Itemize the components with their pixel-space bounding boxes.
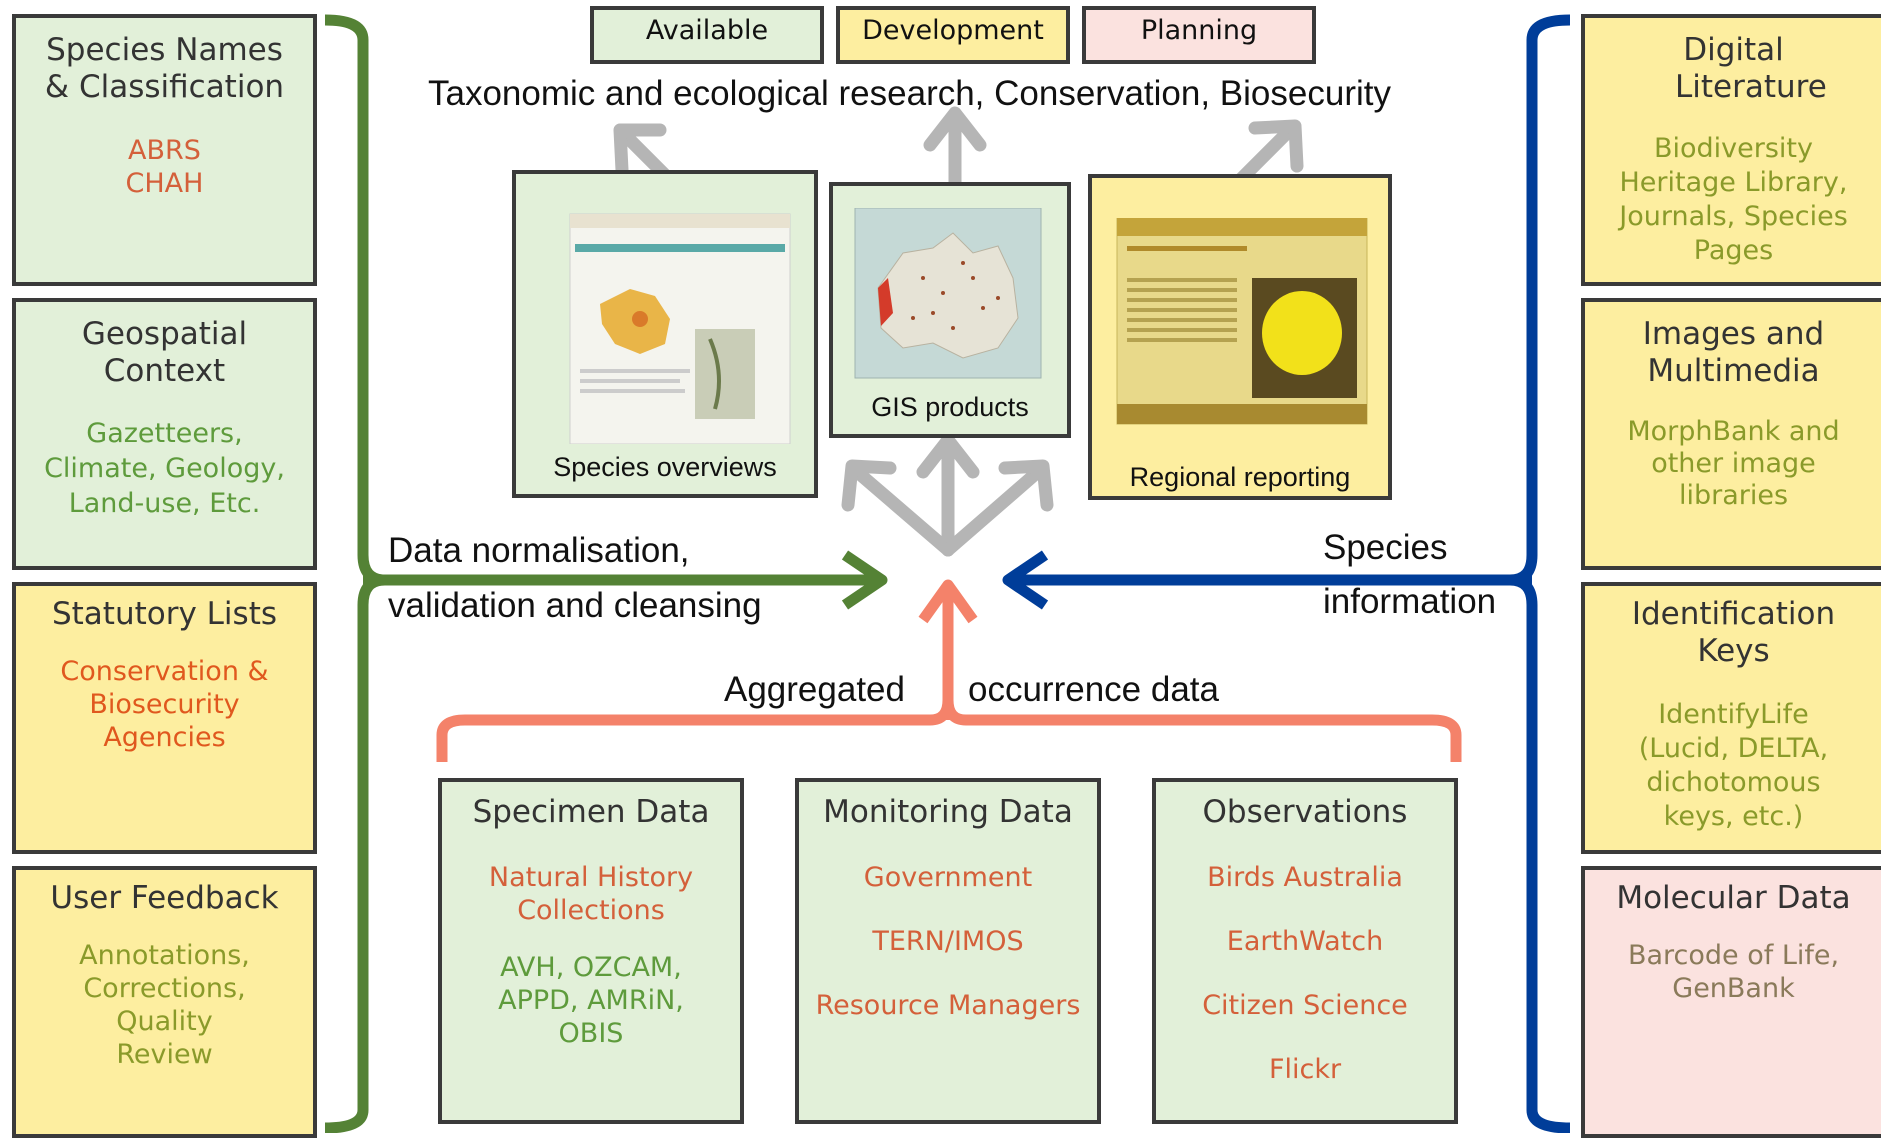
species-names-body: ABRS CHAH: [125, 135, 204, 199]
gis-products-label: GIS products: [871, 392, 1029, 422]
identification-keys-title: Identification Keys: [1631, 596, 1836, 669]
species-names-title: Species Names & Classification: [44, 32, 285, 105]
species-overviews-label: Species overviews: [553, 452, 777, 482]
observations-item: Citizen Science: [1202, 990, 1408, 1021]
digital-literature-title: Digital Literature: [1675, 32, 1827, 105]
species-names-box: Species Names & Classification ABRS CHAH: [12, 14, 317, 286]
blue-arrowhead: [1002, 550, 1049, 610]
observations-item: EarthWatch: [1226, 926, 1384, 957]
species-information-label-2: information: [1323, 582, 1497, 621]
legend-planning: Planning: [1082, 6, 1316, 64]
images-multimedia-box: Images and Multimedia MorphBank and othe…: [1581, 298, 1881, 570]
statutory-lists-title: Statutory Lists: [51, 596, 278, 632]
occurrence-data-label: occurrence data: [968, 670, 1219, 709]
grey-top-arrows: [613, 106, 1304, 197]
top-title: Taxonomic and ecological research, Conse…: [428, 74, 1391, 113]
orange-arrowhead: [918, 579, 978, 624]
monitoring-data-title: Monitoring Data: [823, 794, 1073, 830]
left-bracket: [324, 14, 386, 1133]
species-information-label-1: Species: [1323, 528, 1448, 567]
geospatial-title: Geospatial Context: [81, 316, 248, 389]
right-bracket: [1509, 14, 1571, 1133]
observations-box: Observations Birds Australia EarthWatch …: [1152, 778, 1458, 1124]
green-arrowhead: [841, 550, 888, 610]
monitoring-item: TERN/IMOS: [872, 926, 1024, 957]
identification-keys-box: Identification Keys IdentifyLife (Lucid,…: [1581, 582, 1881, 854]
molecular-data-title: Molecular Data: [1616, 880, 1851, 916]
images-multimedia-title: Images and Multimedia: [1642, 316, 1825, 389]
observations-item: Flickr: [1268, 1054, 1342, 1085]
observations-title: Observations: [1202, 794, 1408, 830]
identification-keys-body: IdentifyLife (Lucid, DELTA, dichotomous …: [1638, 699, 1829, 832]
monitoring-item: Resource Managers: [815, 990, 1081, 1021]
specimen-data-box: Specimen Data Natural History Collection…: [438, 778, 744, 1124]
specimen-data-body1: Natural History Collections: [488, 862, 694, 926]
grey-fan-arrows: [841, 433, 1054, 557]
user-feedback-box: User Feedback Annotations, Corrections, …: [12, 866, 317, 1138]
digital-literature-box: Digital Literature Biodiversity Heritage…: [1581, 14, 1881, 286]
user-feedback-body: Annotations, Corrections, Quality Review: [79, 940, 250, 1070]
statutory-lists-body: Conservation & Biosecurity Agencies: [60, 656, 269, 753]
legend-available: Available: [590, 6, 824, 64]
statutory-lists-box: Statutory Lists Conservation & Biosecuri…: [12, 582, 317, 854]
observations-item: Birds Australia: [1207, 862, 1403, 893]
data-normalisation-label-1: Data normalisation,: [388, 531, 690, 570]
geospatial-body: Gazetteers, Climate, Geology, Land-use, …: [44, 418, 285, 519]
gis-map-thumbnail: [854, 208, 1042, 379]
regional-report-thumbnail: [1116, 218, 1368, 425]
digital-literature-body: Biodiversity Heritage Library, Journals,…: [1619, 133, 1848, 266]
gis-products-panel: GIS products: [829, 182, 1071, 438]
regional-reporting-label: Regional reporting: [1129, 462, 1351, 492]
images-multimedia-body: MorphBank and other image libraries: [1627, 416, 1840, 511]
monitoring-data-box: Monitoring Data Government TERN/IMOS Res…: [795, 778, 1101, 1124]
specimen-data-title: Specimen Data: [472, 794, 710, 830]
molecular-data-body: Barcode of Life, GenBank: [1627, 940, 1840, 1004]
monitoring-item: Government: [863, 862, 1033, 893]
molecular-data-box: Molecular Data Barcode of Life, GenBank: [1581, 866, 1881, 1138]
aggregated-label: Aggregated: [724, 670, 905, 709]
species-overview-thumbnail: [569, 213, 791, 444]
legend-development: Development: [836, 6, 1070, 64]
specimen-data-body2: AVH, OZCAM, APPD, AMRiN, OBIS: [498, 952, 684, 1049]
regional-reporting-panel: Regional reporting: [1088, 174, 1392, 500]
species-overviews-panel: Species overviews: [512, 170, 818, 498]
geospatial-box: Geospatial Context Gazetteers, Climate, …: [12, 298, 317, 570]
user-feedback-title: User Feedback: [50, 880, 279, 916]
data-normalisation-label-2: validation and cleansing: [388, 586, 762, 625]
